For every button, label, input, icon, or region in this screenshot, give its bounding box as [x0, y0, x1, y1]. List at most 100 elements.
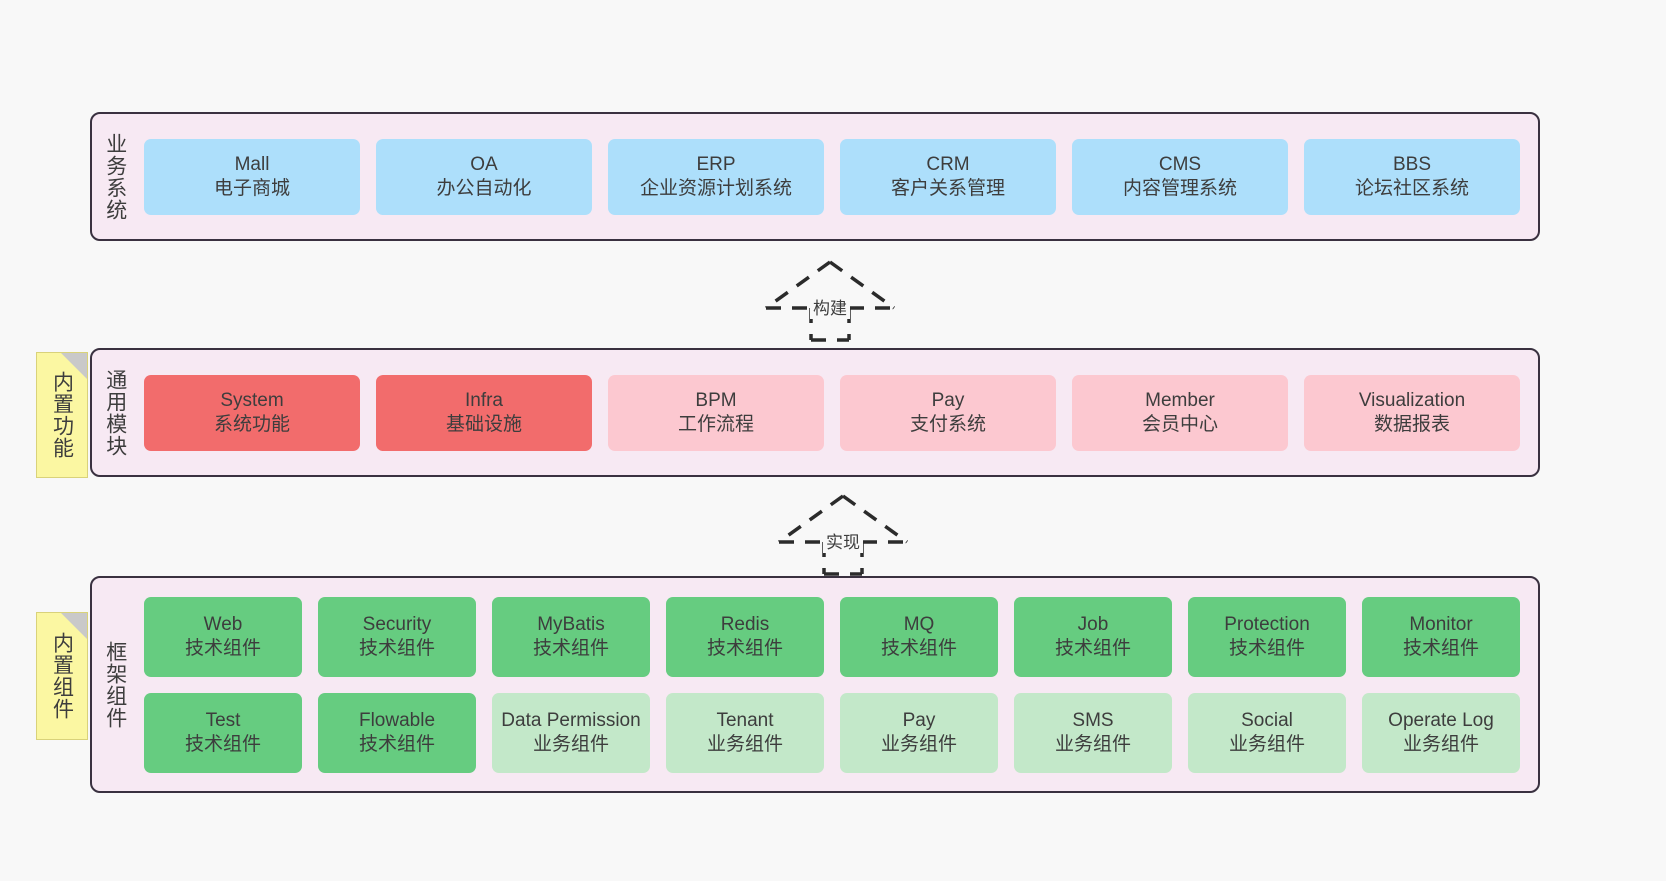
node-bbs[interactable]: BBS 论坛社区系统 [1304, 138, 1520, 215]
node-operate-log[interactable]: Operate Log 业务组件 [1362, 692, 1520, 773]
node-oa[interactable]: OA 办公自动化 [376, 138, 592, 215]
node-sms-cn: 业务组件 [1054, 733, 1131, 755]
arrow-build-label: 构建 [810, 294, 850, 319]
node-social-en: Social [1241, 710, 1293, 732]
layer-framework-components-body: Web 技术组件 Security 技术组件 MyBatis 技术组件 Redi… [138, 578, 1538, 791]
node-data-permission-en: Data Permission [501, 710, 641, 732]
node-job-cn: 技术组件 [1054, 637, 1131, 659]
node-operate-log-cn: 业务组件 [1402, 733, 1479, 755]
note-fold-corner-icon [61, 613, 87, 639]
node-system-en: System [220, 390, 284, 412]
node-erp-en: ERP [696, 154, 736, 176]
node-pay-module-cn: 支付系统 [909, 413, 986, 435]
node-infra-en: Infra [464, 390, 504, 412]
node-infra[interactable]: Infra 基础设施 [376, 374, 592, 451]
node-monitor-cn: 技术组件 [1402, 637, 1479, 659]
node-pay-module-en: Pay [931, 390, 965, 412]
node-protection[interactable]: Protection 技术组件 [1188, 596, 1346, 677]
node-member[interactable]: Member 会员中心 [1072, 374, 1288, 451]
arrow-implement: 实现 [768, 492, 918, 576]
node-mybatis-cn: 技术组件 [532, 637, 609, 659]
node-security-cn: 技术组件 [358, 637, 435, 659]
layer-common-modules: 通用模块 System 系统功能 Infra 基础设施 BPM 工作流程 Pay… [90, 348, 1540, 477]
framework-components-row-biz: Test 技术组件 Flowable 技术组件 Data Permission … [144, 692, 1520, 773]
node-erp-cn: 企业资源计划系统 [639, 177, 792, 199]
node-visualization[interactable]: Visualization 数据报表 [1304, 374, 1520, 451]
node-web-cn: 技术组件 [184, 637, 261, 659]
note-fold-corner-icon [61, 353, 87, 379]
note-builtin-component: 内置组件 [36, 612, 88, 740]
node-monitor[interactable]: Monitor 技术组件 [1362, 596, 1520, 677]
node-member-en: Member [1145, 390, 1215, 412]
node-sms[interactable]: SMS 业务组件 [1014, 692, 1172, 773]
node-visualization-cn: 数据报表 [1373, 413, 1450, 435]
node-system[interactable]: System 系统功能 [144, 374, 360, 451]
node-mq[interactable]: MQ 技术组件 [840, 596, 998, 677]
layer-framework-components: 框架组件 Web 技术组件 Security 技术组件 MyBatis 技术组件… [90, 576, 1540, 793]
node-tenant-en: Tenant [716, 710, 774, 732]
layer-common-modules-body: System 系统功能 Infra 基础设施 BPM 工作流程 Pay 支付系统… [138, 350, 1538, 475]
node-pay-component[interactable]: Pay 业务组件 [840, 692, 998, 773]
note-builtin-function-label: 内置功能 [50, 371, 74, 459]
common-modules-row: System 系统功能 Infra 基础设施 BPM 工作流程 Pay 支付系统… [144, 374, 1520, 451]
node-redis[interactable]: Redis 技术组件 [666, 596, 824, 677]
node-cms-cn: 内容管理系统 [1122, 177, 1237, 199]
node-test[interactable]: Test 技术组件 [144, 692, 302, 773]
node-pay-component-en: Pay [902, 710, 936, 732]
layer-business-systems-body: Mall 电子商城 OA 办公自动化 ERP 企业资源计划系统 CRM 客户关系… [138, 114, 1538, 239]
node-operate-log-en: Operate Log [1388, 710, 1494, 732]
node-visualization-en: Visualization [1358, 390, 1466, 412]
node-redis-cn: 技术组件 [706, 637, 783, 659]
node-social-cn: 业务组件 [1228, 733, 1305, 755]
node-bpm-cn: 工作流程 [677, 413, 754, 435]
node-data-permission-cn: 业务组件 [532, 733, 609, 755]
node-system-cn: 系统功能 [213, 413, 290, 435]
node-member-cn: 会员中心 [1141, 413, 1218, 435]
node-cms[interactable]: CMS 内容管理系统 [1072, 138, 1288, 215]
arrow-build: 构建 [755, 258, 905, 342]
node-job[interactable]: Job 技术组件 [1014, 596, 1172, 677]
layer-framework-components-title: 框架组件 [103, 640, 127, 729]
node-oa-cn: 办公自动化 [436, 177, 532, 199]
node-cms-en: CMS [1158, 154, 1202, 176]
business-systems-row: Mall 电子商城 OA 办公自动化 ERP 企业资源计划系统 CRM 客户关系… [144, 138, 1520, 215]
node-bpm[interactable]: BPM 工作流程 [608, 374, 824, 451]
node-mq-cn: 技术组件 [880, 637, 957, 659]
node-security[interactable]: Security 技术组件 [318, 596, 476, 677]
node-bpm-en: BPM [695, 390, 737, 412]
node-crm[interactable]: CRM 客户关系管理 [840, 138, 1056, 215]
node-test-cn: 技术组件 [184, 733, 261, 755]
node-redis-en: Redis [720, 614, 770, 636]
node-pay-component-cn: 业务组件 [880, 733, 957, 755]
node-mall-cn: 电子商城 [213, 177, 290, 199]
node-tenant[interactable]: Tenant 业务组件 [666, 692, 824, 773]
node-data-permission[interactable]: Data Permission 业务组件 [492, 692, 650, 773]
note-builtin-component-label: 内置组件 [50, 632, 74, 720]
note-builtin-function: 内置功能 [36, 352, 88, 478]
node-social[interactable]: Social 业务组件 [1188, 692, 1346, 773]
node-web-en: Web [203, 614, 243, 636]
node-crm-en: CRM [926, 154, 970, 176]
node-flowable-cn: 技术组件 [358, 733, 435, 755]
node-mybatis-en: MyBatis [537, 614, 605, 636]
node-mall[interactable]: Mall 电子商城 [144, 138, 360, 215]
node-protection-en: Protection [1224, 614, 1310, 636]
node-flowable-en: Flowable [358, 710, 436, 732]
node-flowable[interactable]: Flowable 技术组件 [318, 692, 476, 773]
node-bbs-en: BBS [1392, 154, 1432, 176]
node-mybatis[interactable]: MyBatis 技术组件 [492, 596, 650, 677]
node-mall-en: Mall [234, 154, 270, 176]
framework-components-row-tech: Web 技术组件 Security 技术组件 MyBatis 技术组件 Redi… [144, 596, 1520, 677]
node-erp[interactable]: ERP 企业资源计划系统 [608, 138, 824, 215]
node-pay-module[interactable]: Pay 支付系统 [840, 374, 1056, 451]
node-protection-cn: 技术组件 [1228, 637, 1305, 659]
layer-business-systems-title: 业务系统 [103, 132, 127, 221]
node-infra-cn: 基础设施 [445, 413, 522, 435]
node-mq-en: MQ [903, 614, 935, 636]
node-web[interactable]: Web 技术组件 [144, 596, 302, 677]
node-oa-en: OA [470, 154, 498, 176]
arrow-implement-label: 实现 [823, 528, 863, 553]
node-crm-cn: 客户关系管理 [890, 177, 1005, 199]
layer-business-systems: 业务系统 Mall 电子商城 OA 办公自动化 ERP 企业资源计划系统 CRM… [90, 112, 1540, 241]
